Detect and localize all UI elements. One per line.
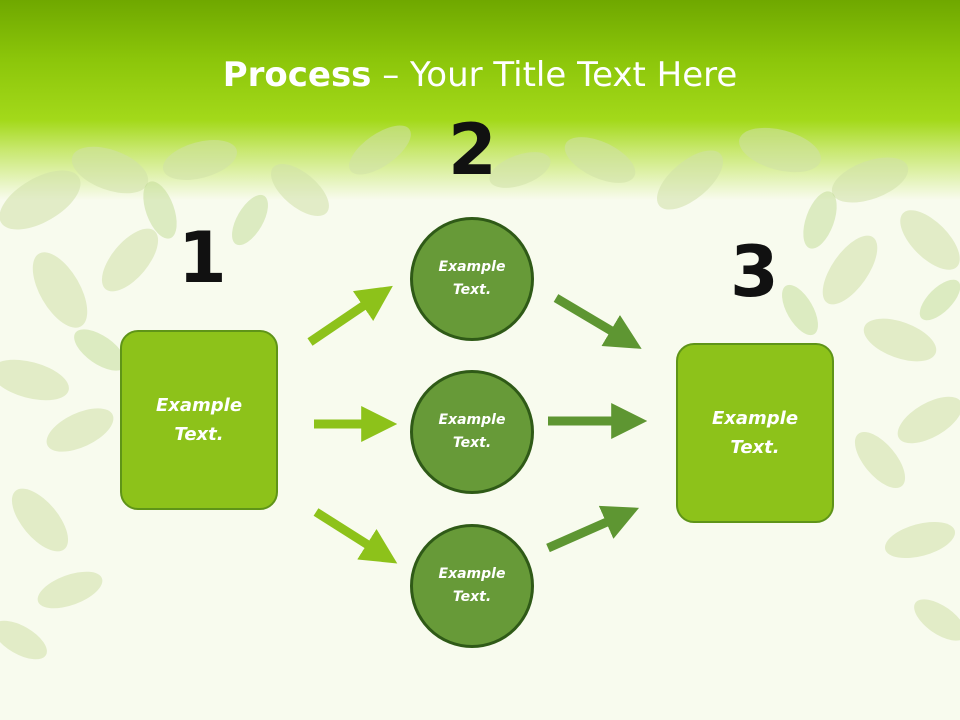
step-number-3: 3	[730, 231, 779, 313]
step-1-box: Example Text.	[120, 330, 278, 510]
title-bold: Process	[222, 55, 372, 95]
arrow-bottom-to-3	[546, 505, 640, 553]
step-2-circle-bottom: Example Text.	[410, 524, 534, 648]
step-1-text: Example Text.	[155, 395, 243, 445]
arrow-top-to-3	[553, 294, 642, 349]
title-rest: – Your Title Text Here	[371, 55, 738, 95]
step-number-2: 2	[448, 109, 497, 191]
arrow-1-to-bottom	[313, 508, 398, 564]
step-3-box: Example Text.	[676, 343, 834, 523]
step-2-circle-top: Example Text.	[410, 217, 534, 341]
step-number-1: 1	[178, 217, 227, 299]
circle-top-text: Example Text.	[438, 259, 506, 298]
circle-bottom-text: Example Text.	[438, 566, 506, 605]
step-2-circle-middle: Example Text.	[410, 370, 534, 494]
circle-middle-text: Example Text.	[438, 412, 506, 451]
arrow-1-to-top	[307, 285, 393, 346]
step-3-text: Example Text.	[711, 408, 799, 458]
slide-title: Process – Your Title Text Here	[0, 52, 960, 98]
